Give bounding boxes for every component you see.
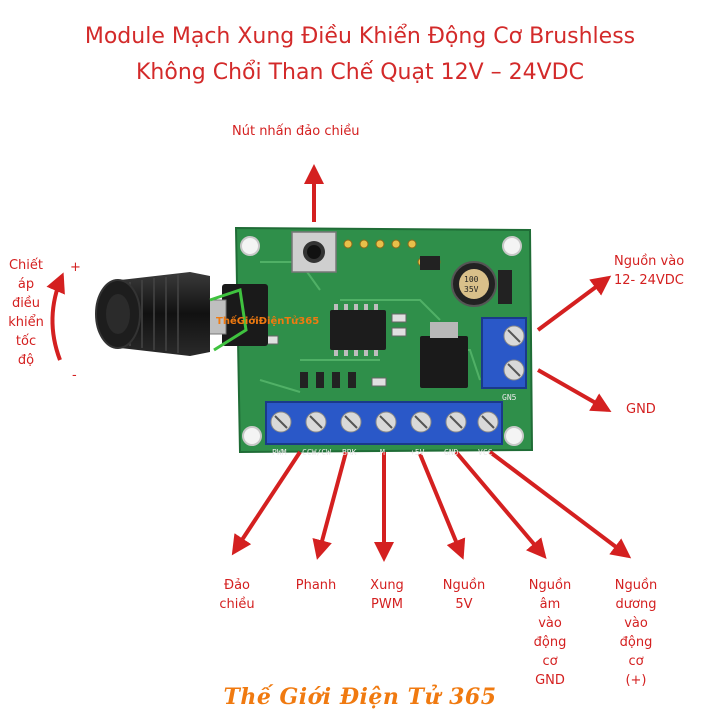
motor-vcc-line-6: (+) (625, 673, 647, 688)
pot-plus-sign: + (70, 260, 81, 275)
silk-pin-pwm: PWM (272, 448, 287, 457)
arrow-gnd (537, 368, 612, 412)
pot-minus-sign: - (72, 368, 77, 383)
arrow-5v (418, 453, 466, 560)
reverse-line-2: chiều (219, 597, 255, 612)
label-terminal-motor-gnd: Nguồn âm vào động cơ GND (524, 576, 576, 690)
electrolytic-capacitor (451, 261, 512, 307)
motor-gnd-line-2: âm (539, 597, 561, 612)
pot-line-6: độ (17, 353, 35, 368)
label-power-in: Nguồn vào 12- 24VDC (614, 252, 684, 290)
silk-cap-2: 35V (464, 285, 479, 294)
label-potentiometer: Chiết áp điều khiển tốc độ (4, 256, 48, 370)
title-line-2: Không Chổi Than Chế Quạt 12V – 24VDC (136, 60, 584, 85)
label-terminal-5v: Nguồn 5V (438, 576, 490, 614)
motor-gnd-line-6: GND (535, 673, 565, 688)
silk-pin-brk: BRK (342, 448, 357, 457)
reverse-line-1: Đảo (224, 578, 250, 593)
power-in-line-2: 12- 24VDC (614, 273, 684, 288)
label-reverse-button: Nút nhấn đảo chiều (232, 124, 360, 139)
motor-vcc-line-4: động (619, 635, 653, 650)
mosfet-component (420, 322, 468, 388)
pot-line-2: áp (17, 277, 35, 292)
pot-line-4: khiển (8, 315, 44, 330)
silk-pin-vcc: VCC (478, 448, 493, 457)
silk-pin-5v: +5V (410, 448, 425, 457)
pot-line-5: tốc (15, 334, 37, 349)
power-in-line-1: Nguồn vào (614, 254, 685, 269)
silk-pin-m: M (380, 448, 385, 457)
arrow-pot-direction (46, 272, 65, 361)
arrow-brake (312, 451, 348, 560)
smd-components (265, 256, 440, 388)
pcb-silkscreen: PWM CCW/CW BRK M +5V GND VCC GN5 100 35V… (216, 275, 517, 457)
silk-cap-1: 100 (464, 275, 479, 284)
silk-pin-ccw: CCW/CW (302, 448, 331, 457)
brake-line-1: Phanh (295, 578, 337, 593)
power-input-terminal (481, 317, 527, 389)
motor-gnd-line-4: động (533, 635, 567, 650)
silk-pin-gnd: GND (444, 448, 459, 457)
label-terminal-reverse: Đảo chiều (212, 576, 262, 614)
label-terminal-motor-vcc: Nguồn dương vào động cơ (+) (606, 576, 666, 690)
motor-vcc-line-3: vào (624, 616, 648, 631)
signal-terminal-block (265, 401, 503, 445)
arrow-motor-gnd (454, 450, 547, 560)
label-terminal-pwm: Xung PWM (364, 576, 410, 614)
arrow-reverse (231, 450, 302, 556)
motor-vcc-line-2: dương (615, 597, 657, 612)
motor-vcc-line-1: Nguồn (614, 578, 658, 593)
annotation-arrows (46, 164, 632, 562)
pot-line-1: Chiết (8, 258, 44, 273)
arrow-power-in (536, 275, 612, 332)
pot-line-3: điều (11, 296, 41, 311)
label-gnd: GND (626, 402, 656, 417)
label-terminal-brake: Phanh (290, 576, 342, 595)
pot-watermark: ThếGiớiĐiệnTử365 (216, 314, 319, 327)
silk-connector: GN5 (502, 393, 517, 402)
brand-logo-text: Thế Giới Điện Tử 365 (223, 684, 497, 710)
motor-gnd-line-3: vào (538, 616, 562, 631)
pwm-line-2: PWM (371, 597, 403, 612)
5v-line-2: 5V (455, 597, 473, 612)
pwm-line-1: Xung (370, 578, 404, 593)
motor-gnd-line-1: Nguồn (528, 578, 572, 593)
motor-vcc-line-5: cơ (628, 654, 644, 669)
potentiometer-knob (95, 272, 268, 356)
reverse-push-button (291, 231, 337, 273)
title-line-1: Module Mạch Xung Điều Khiển Động Cơ Brus… (84, 24, 636, 49)
5v-line-1: Nguồn (442, 578, 486, 593)
motor-gnd-line-5: cơ (542, 654, 558, 669)
driver-ic-chip (330, 304, 386, 356)
arrow-motor-vcc (488, 450, 632, 559)
